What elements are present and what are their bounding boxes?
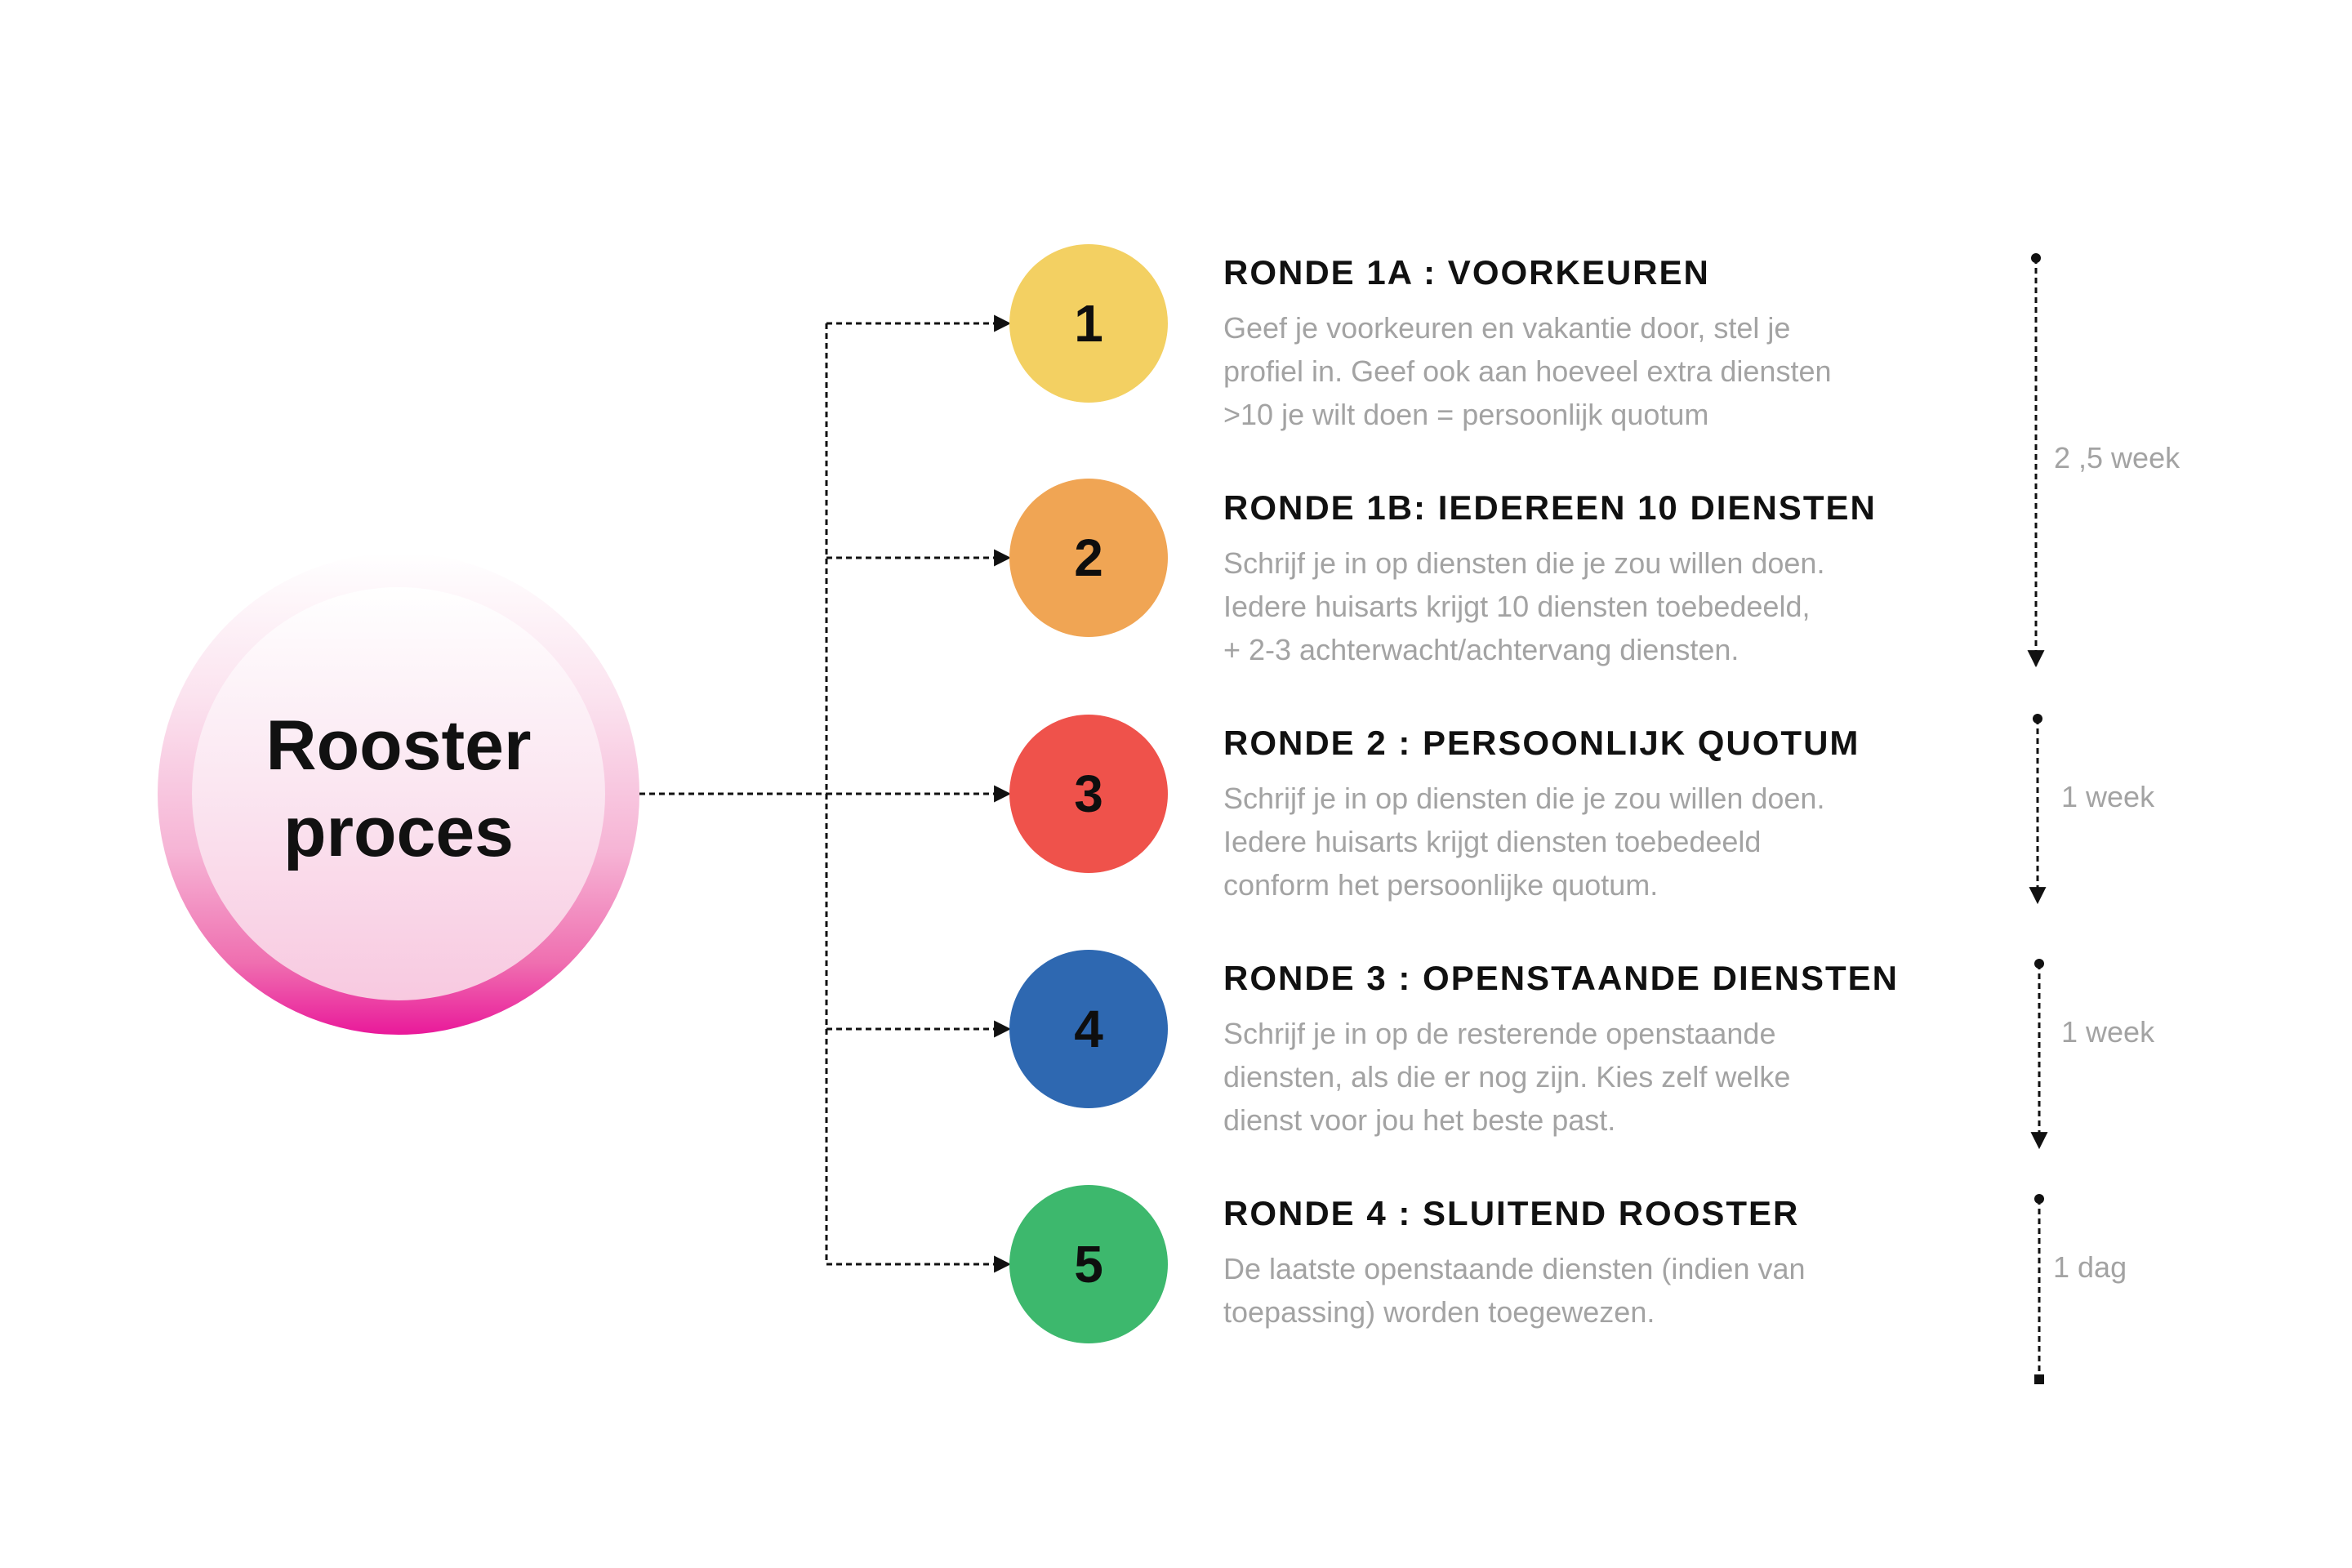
step-4-number-circle: 4 (1009, 950, 1168, 1108)
duration-start-dot-3 (2034, 959, 2044, 969)
step-2-description-line: Iedere huisarts krijgt 10 diensten toebe… (1223, 590, 1811, 623)
step-1-description-line: Geef je voorkeuren en vakantie door, ste… (1223, 311, 1791, 345)
step-5-description-line: De laatste openstaande diensten (indien … (1223, 1252, 1806, 1285)
step-4-description-line: dienst voor jou het beste past. (1223, 1103, 1616, 1137)
duration-start-dot-4 (2034, 1194, 2044, 1204)
center-title-line-2: proces (283, 793, 514, 871)
step-1-title: RONDE 1A : VOORKEUREN (1223, 253, 1710, 292)
step-5-number-circle: 5 (1009, 1185, 1168, 1343)
step-4-description-line: diensten, als die er nog zijn. Kies zelf… (1223, 1060, 1791, 1094)
duration-label-4: 1 dag (2053, 1250, 2127, 1284)
step-2-number-circle: 2 (1009, 479, 1168, 637)
step-3-title: RONDE 2 : PERSOONLIJK QUOTUM (1223, 724, 1860, 762)
step-4-description: Schrijf je in op de resterende openstaan… (1223, 1012, 1942, 1142)
step-2-description-line: Schrijf je in op diensten die je zou wil… (1223, 546, 1825, 580)
step-3-description-line: conform het persoonlijke quotum. (1223, 868, 1659, 902)
duration-label-2: 1 week (2061, 780, 2155, 813)
step-3-description-line: Schrijf je in op diensten die je zou wil… (1223, 782, 1825, 815)
step-1-description-line: profiel in. Geef ook aan hoeveel extra d… (1223, 354, 1832, 388)
step-4-description-line: Schrijf je in op de resterende openstaan… (1223, 1017, 1776, 1050)
step-3-description: Schrijf je in op diensten die je zou wil… (1223, 777, 1942, 906)
step-1-description-line: >10 je wilt doen = persoonlijk quotum (1223, 398, 1709, 431)
step-2-description: Schrijf je in op diensten die je zou wil… (1223, 541, 1942, 671)
duration-start-dot-1 (2031, 253, 2041, 263)
duration-end-square-4 (2034, 1374, 2044, 1384)
step-3-description-line: Iedere huisarts krijgt diensten toebedee… (1223, 825, 1762, 858)
step-2-title: RONDE 1B: IEDEREEN 10 DIENSTEN (1223, 488, 1877, 527)
step-2-description-line: + 2-3 achterwacht/achtervang diensten. (1223, 633, 1740, 666)
step-5-description: De laatste openstaande diensten (indien … (1223, 1247, 1942, 1334)
center-title-line-1: Rooster (265, 706, 532, 785)
duration-start-dot-2 (2033, 714, 2042, 724)
duration-label-3: 1 week (2061, 1015, 2155, 1049)
step-5-description-line: toepassing) worden toegewezen. (1223, 1295, 1655, 1329)
step-5-title: RONDE 4 : SLUITEND ROOSTER (1223, 1194, 1800, 1232)
step-4-title: RONDE 3 : OPENSTAANDE DIENSTEN (1223, 959, 1899, 997)
center-node-title: Rooster proces (192, 702, 605, 875)
step-1-number-circle: 1 (1009, 244, 1168, 403)
duration-label-1: 2 ,5 week (2054, 441, 2180, 474)
step-3-number-circle: 3 (1009, 715, 1168, 873)
step-1-description: Geef je voorkeuren en vakantie door, ste… (1223, 306, 1942, 436)
center-node (192, 587, 605, 1000)
